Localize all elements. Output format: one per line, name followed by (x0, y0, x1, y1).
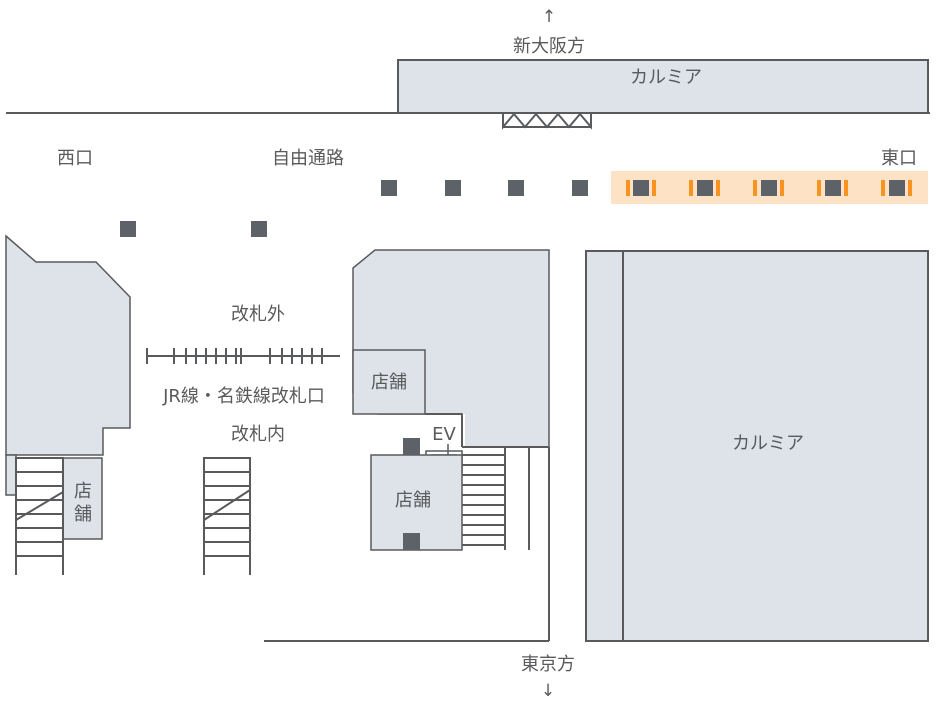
middle-shop-label: 店舗 (371, 372, 407, 393)
north-entrance-doors (502, 112, 592, 130)
middle-shop (352, 349, 426, 415)
karumia-right-label: カルミア (732, 433, 804, 454)
east-exit-label: 東口 (881, 148, 917, 169)
center-shop-label: 店舗 (395, 490, 431, 511)
karumia-top-block (397, 59, 929, 114)
left-small-shop-label-1: 店 (74, 481, 92, 502)
left-shop-block (5, 234, 131, 456)
left-staircase (15, 457, 64, 575)
ev-staircase (462, 446, 549, 550)
free-passage-label: 自由通路 (272, 148, 344, 169)
left-small-shop (62, 457, 103, 540)
pillar (251, 221, 267, 237)
elevator-label: EV (432, 424, 456, 445)
north-arrow: ↑ (542, 7, 556, 27)
middle-staircase (203, 457, 251, 575)
pillar (381, 180, 397, 196)
karumia-right-block (585, 250, 929, 642)
ticket-gates (146, 348, 340, 364)
highlight-pillar-group (881, 180, 912, 196)
inside-gate-label: 改札内 (231, 424, 285, 445)
pillar (403, 533, 420, 550)
highlight-pillar-group (817, 180, 848, 196)
left-lower-shop-block (5, 454, 17, 496)
outside-gate-label: 改札外 (231, 304, 285, 325)
gate-name-label: JR線・名鉄線改札口 (162, 386, 325, 407)
highlight-pillar-group (689, 180, 720, 196)
south-direction-label: 東京方 (521, 654, 575, 675)
pillar (572, 180, 588, 196)
left-small-shop-label-2: 舗 (74, 504, 92, 525)
highlight-pillar-group (753, 180, 784, 196)
highlight-pillar-group (626, 180, 656, 196)
west-exit-label: 西口 (57, 148, 93, 169)
pillar (120, 221, 136, 237)
north-direction-label: 新大阪方 (513, 36, 585, 57)
south-arrow: ↓ (541, 681, 555, 701)
pillar (403, 438, 420, 455)
elevator-shaft (425, 414, 465, 448)
pillar (508, 180, 524, 196)
karumia-top-label: カルミア (630, 67, 702, 88)
pillar (445, 180, 461, 196)
